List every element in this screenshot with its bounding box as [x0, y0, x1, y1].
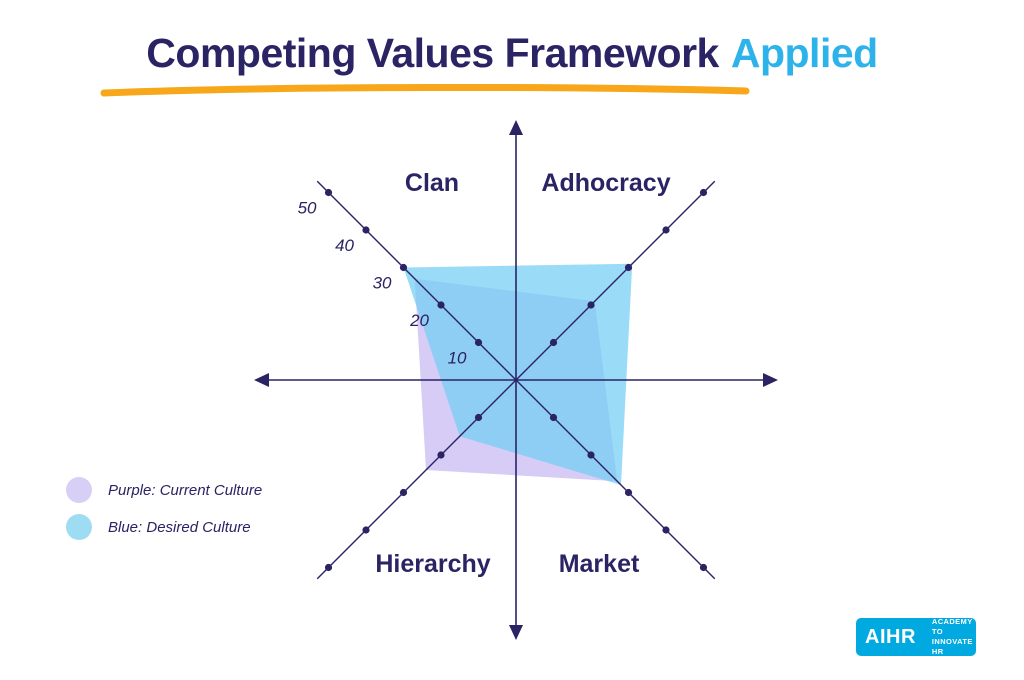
page-title-main: Competing Values Framework	[146, 30, 719, 76]
axis-tick-dot	[324, 188, 333, 197]
axis-tick-dot	[437, 301, 445, 309]
axis-tick-dot	[474, 413, 483, 422]
aihr-logo-tagline-line1: ACADEMY TO	[931, 616, 973, 636]
axis-tick-dot	[474, 338, 483, 347]
axis-tick-dot	[399, 263, 408, 272]
axis-tick-dot	[624, 488, 633, 497]
axis-tick-dot	[699, 563, 708, 572]
tick-label: 40	[335, 236, 354, 255]
desired-culture-polygon	[403, 263, 633, 485]
tick-label: 20	[409, 311, 429, 330]
legend-item-desired: Blue: Desired Culture	[66, 514, 262, 540]
axis-tick-dot	[587, 451, 595, 459]
axis-tick-dot	[437, 451, 445, 459]
legend-label-desired: Blue: Desired Culture	[108, 518, 251, 536]
axis-tick-dot	[662, 526, 670, 534]
tick-label: 30	[373, 274, 392, 293]
arrow-right-icon	[763, 373, 778, 387]
axis-tick-dot	[399, 488, 408, 497]
quadrant-label-adhocracy: Adhocracy	[541, 169, 670, 197]
tick-label: 10	[448, 349, 467, 368]
legend-item-current: Purple: Current Culture	[66, 477, 262, 503]
arrow-down-icon	[509, 625, 523, 640]
diagonal-axis-adhocracy-hierarchy	[316, 180, 716, 580]
axis-tick-dot	[549, 413, 558, 422]
arrow-up-icon	[509, 120, 523, 135]
arrow-left-icon	[254, 373, 269, 387]
legend-swatch-blue-icon	[66, 514, 92, 540]
tick-label: 50	[298, 199, 317, 218]
aihr-logo: AIHR ACADEMY TO INNOVATE HR	[856, 617, 976, 658]
title-underline	[100, 83, 750, 98]
axis-tick-dot	[549, 338, 558, 347]
aihr-logo-tagline: ACADEMY TO INNOVATE HR	[932, 617, 973, 658]
legend-swatch-purple-icon	[66, 477, 92, 503]
aihr-logo-brand: AIHR	[865, 625, 916, 648]
chart-legend: Purple: Current Culture Blue: Desired Cu…	[66, 477, 262, 551]
axis-tick-dot	[624, 263, 633, 272]
legend-label-current: Purple: Current Culture	[108, 481, 263, 499]
axis-tick-dot	[587, 301, 595, 309]
axis-tick-dot	[662, 226, 670, 234]
axis-tick-dot	[362, 226, 370, 234]
quadrant-label-market: Market	[559, 550, 640, 578]
axis-tick-dot	[324, 563, 333, 572]
page-title-accent: Applied	[730, 30, 878, 76]
axis-tick-dot	[362, 526, 370, 534]
title-underline-stroke	[100, 83, 750, 97]
quadrant-label-clan: Clan	[405, 169, 459, 197]
quadrant-label-hierarchy: Hierarchy	[375, 550, 490, 578]
aihr-logo-tagline-line2: INNOVATE HR	[931, 637, 973, 657]
axis-tick-dot	[699, 188, 708, 197]
